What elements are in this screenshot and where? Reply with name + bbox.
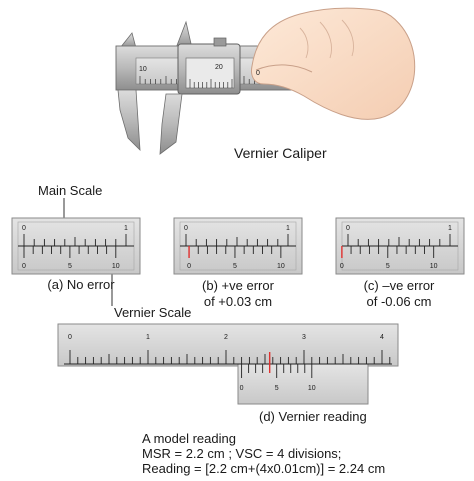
caliper-lock-screw-icon xyxy=(213,37,227,47)
caliper-beam-zero: 0 xyxy=(256,70,260,77)
main-scale-plate xyxy=(57,323,399,367)
caption-panel-b-line2: of +0.03 cm xyxy=(203,294,273,309)
model-reading-heading: A model reading xyxy=(142,431,236,446)
main-scale-number: 3 xyxy=(302,334,306,341)
vernier-scale-number: 0 xyxy=(240,385,244,392)
caption-panel-b-line1: (b) +ve error xyxy=(202,278,274,293)
vernier-scale-number: 5 xyxy=(275,385,279,392)
vernier-scale-number: 5 xyxy=(233,263,237,270)
hand-illustration xyxy=(251,7,416,120)
main-scale-number: 0 xyxy=(68,334,72,341)
caption-panel-d: (d) Vernier reading xyxy=(259,409,367,424)
caliper-title: Vernier Caliper xyxy=(234,145,327,161)
main-scale-number: 1 xyxy=(146,334,150,341)
caption-panel-c-line1: (c) –ve error xyxy=(363,278,435,293)
caliper-window-number: 20 xyxy=(215,64,223,71)
model-reading-line1: MSR = 2.2 cm ; VSC = 4 divisions; xyxy=(142,446,342,461)
main-scale-number: 1 xyxy=(286,225,290,232)
caliper-beam-number: 10 xyxy=(139,66,147,73)
vernier-slider-plate xyxy=(237,363,369,405)
main-scale-number: 0 xyxy=(22,225,26,232)
main-scale-number: 0 xyxy=(346,225,350,232)
panel-vernier-reading: 0 1 2 3 4 0 5 10 xyxy=(57,323,399,405)
vernier-scale-label: Vernier Scale xyxy=(114,305,192,320)
caliper-lower-sliding-jaw xyxy=(159,93,183,155)
caliper-vernier-window-ticks xyxy=(189,79,233,88)
main-scale-number: 2 xyxy=(224,334,228,341)
caliper-lower-fixed-jaw xyxy=(117,89,141,152)
model-reading-line2: Reading = [2.2 cm+(4x0.01cm)] = 2.24 cm xyxy=(142,461,386,476)
caption-panel-a: (a) No error xyxy=(47,277,115,292)
vernier-scale-number: 0 xyxy=(187,263,191,270)
hand-finger-lines xyxy=(299,19,354,59)
main-scale-label: Main Scale xyxy=(38,183,103,198)
vernier-scale-number: 0 xyxy=(22,263,26,270)
caliper-vernier-window xyxy=(185,57,235,89)
vernier-scale-number: 10 xyxy=(308,385,316,392)
vernier-scale-number: 0 xyxy=(340,263,344,270)
main-scale-number: 4 xyxy=(380,334,384,341)
vernier-scale-number: 10 xyxy=(430,263,438,270)
caliper-illustration xyxy=(115,7,416,155)
main-scale-number: 1 xyxy=(448,225,452,232)
vernier-scale-number: 10 xyxy=(277,263,285,270)
hand-thumb-line xyxy=(255,64,313,73)
main-scale-number: 0 xyxy=(184,225,188,232)
vernier-scale-number: 10 xyxy=(112,263,120,270)
main-scale-number: 1 xyxy=(124,225,128,232)
vernier-scale-number: 5 xyxy=(386,263,390,270)
vernier-scale-number: 5 xyxy=(68,263,72,270)
caption-panel-c-line2: of -0.06 cm xyxy=(366,294,432,309)
